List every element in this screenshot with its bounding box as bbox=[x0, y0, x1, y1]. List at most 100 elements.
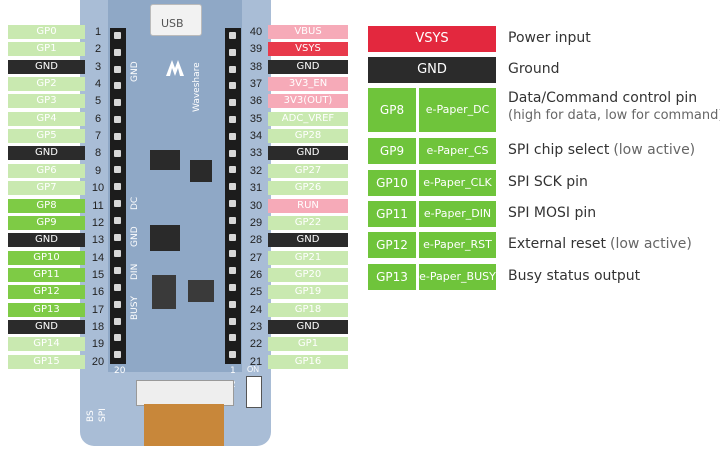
header-hole bbox=[229, 334, 236, 342]
header-hole bbox=[229, 351, 236, 359]
pin-label: GP28 bbox=[268, 129, 348, 144]
pin-number: 3 bbox=[94, 60, 102, 73]
pin-label: GND bbox=[268, 59, 348, 74]
header-hole bbox=[114, 250, 121, 258]
pin-number: 21 bbox=[249, 355, 263, 368]
pin-number: 11 bbox=[92, 199, 104, 212]
header-hole bbox=[229, 132, 236, 140]
pin-number: 40 bbox=[249, 26, 263, 38]
legend-desc-sub: (low active) bbox=[613, 142, 696, 158]
header-hole bbox=[229, 267, 236, 275]
legend-desc-main: SPI MOSI pin bbox=[508, 205, 597, 221]
pin-number: 7 bbox=[94, 130, 102, 143]
legend-desc-main: External reset bbox=[508, 236, 606, 252]
header-hole bbox=[229, 99, 236, 107]
fpc-cable bbox=[144, 404, 224, 446]
header-hole bbox=[229, 300, 236, 308]
pin-label: GP27 bbox=[268, 163, 348, 178]
header-hole bbox=[229, 216, 236, 224]
header-hole bbox=[229, 284, 236, 291]
pin-number: 36 bbox=[249, 95, 263, 108]
pin-number: 32 bbox=[249, 164, 263, 177]
header-hole bbox=[229, 116, 236, 123]
pin-label: GND bbox=[8, 59, 85, 74]
silk-gnd-1: GND bbox=[130, 61, 140, 82]
pin-label: GP12 bbox=[8, 285, 85, 300]
legend-signal-box: e-Paper_CLK bbox=[419, 170, 496, 196]
pin-label: GP15 bbox=[8, 354, 85, 369]
bs-switch-labels: BS SPI bbox=[86, 382, 112, 426]
header-hole bbox=[114, 116, 121, 123]
header-hole bbox=[114, 267, 121, 275]
legend-desc: External reset(low active) bbox=[508, 236, 692, 252]
legend-signal-box: e-Paper_DIN bbox=[419, 201, 496, 227]
brand-text: Waveshare bbox=[192, 62, 202, 112]
pin-label: GND bbox=[268, 233, 348, 248]
legend-gnd-box: GND bbox=[368, 57, 496, 83]
header-hole bbox=[114, 183, 121, 191]
right-header bbox=[225, 28, 241, 364]
pin-number: 30 bbox=[249, 199, 263, 212]
pin-label: GP8 bbox=[8, 198, 85, 213]
header-hole bbox=[229, 48, 236, 56]
header-hole bbox=[114, 284, 121, 291]
legend-desc: Busy status output bbox=[508, 268, 640, 284]
pin-label: GP7 bbox=[8, 181, 85, 196]
pin-label: GND bbox=[268, 146, 348, 161]
pin-label: RUN bbox=[268, 198, 348, 213]
pin-number: 27 bbox=[249, 251, 263, 264]
pin-number: 4 bbox=[94, 78, 102, 91]
chip-2 bbox=[190, 160, 212, 182]
header-hole bbox=[114, 200, 121, 207]
chip-5 bbox=[188, 280, 214, 302]
pin-number: 37 bbox=[249, 78, 263, 91]
header-hole bbox=[229, 65, 236, 73]
pin-label: GP1 bbox=[268, 337, 348, 352]
header-hole bbox=[229, 166, 236, 174]
header-hole bbox=[114, 233, 121, 241]
header-hole bbox=[114, 216, 121, 224]
silk-busy: BUSY bbox=[130, 296, 140, 320]
legend-signal-box: e-Paper_RST bbox=[419, 232, 496, 258]
legend-desc-main: Busy status output bbox=[508, 268, 641, 284]
pin-label: GP16 bbox=[268, 354, 348, 369]
header-hole bbox=[114, 166, 121, 174]
pin-number: 16 bbox=[91, 286, 105, 299]
usb-connector: USB bbox=[150, 4, 202, 36]
header-hole bbox=[229, 32, 236, 39]
pin-number: 20 bbox=[91, 355, 105, 368]
pin-number: 5 bbox=[94, 95, 102, 108]
pin-label: GP21 bbox=[268, 250, 348, 265]
legend-desc: Data/Command control pin(high for data, … bbox=[508, 90, 720, 123]
pin-label: GP6 bbox=[8, 163, 85, 178]
header-hole bbox=[114, 351, 121, 359]
pin-label: GP5 bbox=[8, 129, 85, 144]
left-header bbox=[110, 28, 126, 364]
pin-number: 34 bbox=[249, 130, 263, 143]
legend-gp-box: GP8 bbox=[368, 88, 416, 132]
pin-label: GP10 bbox=[8, 250, 85, 265]
pin-label: GND bbox=[8, 233, 85, 248]
header-hole bbox=[229, 233, 236, 241]
pin-number: 14 bbox=[91, 251, 105, 264]
header-hole bbox=[114, 149, 121, 157]
header-hole bbox=[229, 149, 236, 157]
header-hole bbox=[229, 317, 236, 325]
chip-1 bbox=[150, 150, 180, 170]
pin-number: 15 bbox=[91, 268, 105, 281]
pin-number: 33 bbox=[249, 147, 263, 160]
legend-signal-box: e-Paper_DC bbox=[419, 88, 496, 132]
silk-on: ON bbox=[247, 365, 259, 374]
pin-number: 18 bbox=[91, 320, 105, 333]
waveshare-logo-icon bbox=[164, 56, 186, 78]
header-hole bbox=[229, 82, 236, 90]
legend-gp-box: GP10 bbox=[368, 170, 416, 196]
pin-label: ADC_VREF bbox=[268, 111, 348, 126]
pin-label: GND bbox=[8, 319, 85, 334]
legend-desc-main: SPI chip select bbox=[508, 142, 610, 158]
silk-gnd-2: GND bbox=[130, 226, 140, 247]
legend-desc-main: SPI SCK pin bbox=[508, 174, 588, 190]
pin-number: 1 bbox=[94, 26, 102, 38]
pin-label: GP9 bbox=[8, 215, 85, 230]
dip-switch[interactable]: ON bbox=[246, 365, 262, 408]
